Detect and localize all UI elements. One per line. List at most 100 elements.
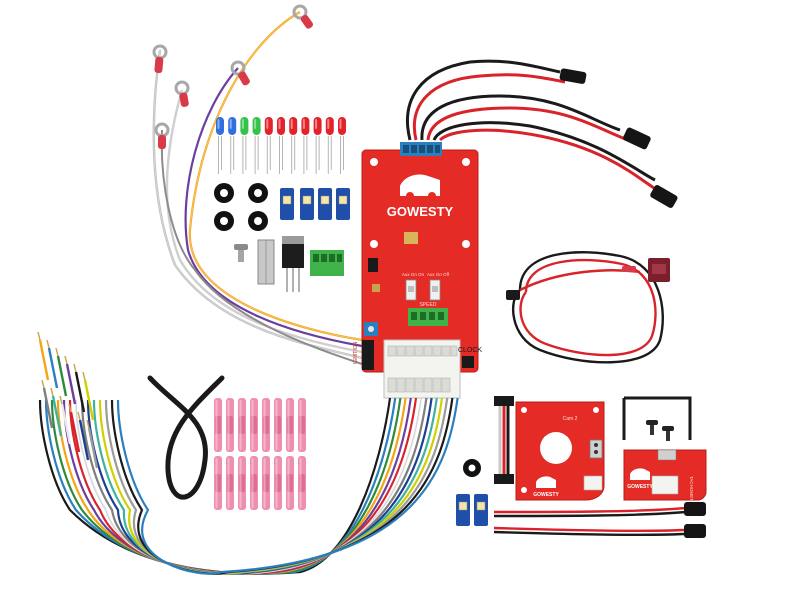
led-module (336, 188, 350, 220)
wire-end (77, 411, 90, 461)
speed-terminal: SPEED (408, 302, 448, 326)
main-wire-connector (383, 339, 461, 399)
speed-label: SPEED (420, 302, 437, 308)
gowesty-logo: GOWESTY (387, 174, 454, 219)
cam-board-logo: GOWESTY (533, 476, 559, 498)
led-green (252, 117, 261, 174)
wire-end (73, 363, 86, 413)
green-terminal-block (310, 250, 344, 276)
heat-shrink-connectors (214, 398, 306, 510)
heat-shrink-connector (274, 398, 282, 452)
grommet (214, 211, 234, 231)
ring-terminal (292, 4, 313, 29)
grommet (463, 459, 481, 477)
aux-switch (405, 279, 417, 301)
ignition-label: IGNITION (353, 341, 359, 364)
led-module (456, 494, 470, 526)
heat-shrink-connector (274, 456, 282, 510)
black-cable-loop (147, 375, 225, 500)
led-red (338, 117, 346, 174)
wire-end (68, 403, 81, 453)
wire-end (41, 379, 54, 429)
pin-terminal (622, 266, 636, 272)
led-red (325, 117, 334, 174)
wire-end (46, 339, 59, 389)
led-red (289, 117, 298, 174)
heat-shrink-connector (238, 398, 246, 452)
led-blue (216, 117, 224, 174)
heat-shrink-connector (298, 398, 306, 452)
led-module (474, 494, 488, 526)
led-red (264, 117, 273, 174)
wire-end (64, 355, 77, 405)
led-red (301, 117, 310, 174)
led-module (300, 188, 314, 220)
led-module (318, 188, 332, 220)
led-red (277, 117, 285, 174)
ring-terminal (152, 44, 168, 74)
heat-shrink-connector (238, 456, 246, 510)
sensor-connector (684, 524, 706, 538)
switch-label: Aux Gn Off (427, 272, 450, 277)
sensor-pigtail-harness (406, 59, 678, 208)
heat-shrink-connector (250, 456, 258, 510)
tachometer-board: GOWESTY TACHOMETER (622, 396, 707, 508)
svg-text:GOWESTY: GOWESTY (627, 484, 653, 490)
tach-pickup-harness (506, 251, 670, 364)
inline-fuse-holder (648, 258, 670, 282)
heat-shrink-connector (214, 456, 222, 510)
main-wire-bundle (38, 397, 459, 575)
ignition-connector: IGNITION (353, 340, 374, 370)
sensor-connector (559, 68, 587, 84)
led-red (313, 117, 322, 174)
pickup-connector (506, 290, 520, 300)
svg-text:GOWESTY: GOWESTY (533, 492, 559, 498)
wire-end (55, 347, 68, 397)
hardware-parts (234, 236, 344, 292)
aux-switch (429, 279, 441, 301)
heat-shrink-connector (286, 398, 294, 452)
cam-label: Cam 2 (563, 416, 578, 422)
led-modules (280, 188, 350, 220)
board-input-connector (400, 142, 442, 156)
heat-shrink-connector (250, 398, 258, 452)
wire-end (59, 395, 72, 445)
led-blue (228, 117, 237, 174)
ring-terminal (154, 122, 170, 149)
wire-end (50, 387, 63, 437)
trim-pot (364, 322, 378, 336)
heat-shrink-connector (226, 456, 234, 510)
led-green (240, 117, 249, 174)
tach-board-logo: GOWESTY (627, 468, 653, 490)
clock-header: CLOCK (458, 347, 482, 368)
ring-terminal (174, 80, 190, 107)
wire-end (86, 419, 99, 469)
grommet (248, 183, 268, 203)
rubber-grommets (214, 183, 268, 231)
cam-sensor-board: Cam 2 GOWESTY (494, 396, 605, 501)
heat-shrink-connector (262, 456, 270, 510)
sensor-connector (650, 185, 678, 208)
heat-shrink-connector (226, 398, 234, 452)
mounting-screw (662, 426, 674, 441)
main-board: GOWESTY Aux Gn On Aux Gn Off SPEED (353, 142, 482, 399)
led-module (280, 188, 294, 220)
sensor-connector (684, 502, 706, 516)
ring-terminal-wires (152, 4, 363, 365)
heat-shrink-connector (298, 456, 306, 510)
wire-end (82, 371, 95, 421)
mounting-screw (646, 420, 658, 435)
tach-label: TACHOMETER (689, 476, 694, 508)
ring-terminal (230, 60, 250, 86)
grommet (248, 211, 268, 231)
heat-shrink-connector (214, 398, 222, 452)
heat-shrink-connector (262, 398, 270, 452)
voltage-regulator (282, 236, 304, 292)
sensor-leads (493, 502, 706, 538)
heat-shrink-connector (286, 456, 294, 510)
loose-wire-ends (37, 331, 99, 469)
led-row (216, 117, 346, 174)
grommet (214, 183, 234, 203)
board-brand-text: GOWESTY (387, 204, 454, 219)
